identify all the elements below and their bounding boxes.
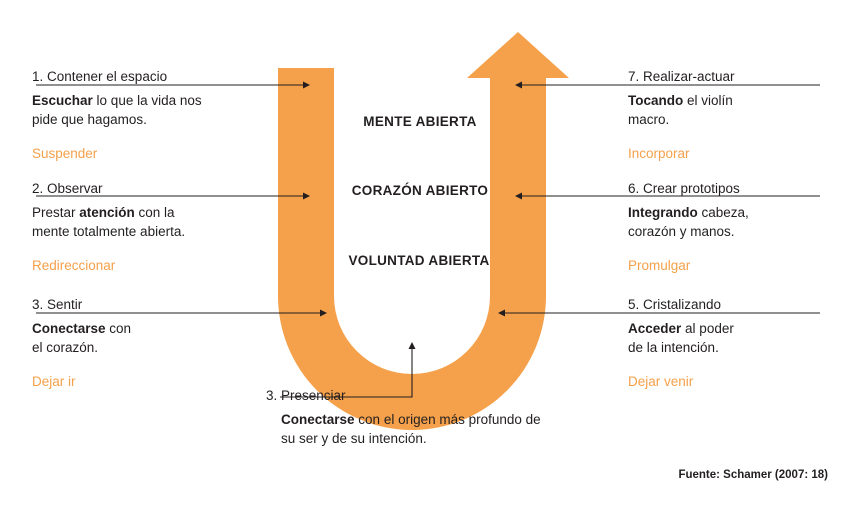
step-7-title: 7. Realizar-actuar — [628, 69, 735, 84]
step-7-body-bold: Tocando — [628, 93, 684, 108]
step-5-accent: Dejar venir — [628, 374, 694, 389]
step-2-body-line-1: Prestar atención con la — [32, 203, 185, 222]
source-caption: Fuente: Schamer (2007: 18) — [678, 469, 828, 481]
step-1-title: 1. Contener el espacio — [32, 69, 168, 84]
step-2-body-line-2: mente totalmente abierta. — [32, 224, 186, 239]
step-block-2: 2. Observar Prestar atención con la ment… — [32, 181, 185, 273]
step-block-6: 6. Crear prototipos Integrando cabeza, c… — [628, 181, 749, 273]
step-6-body-rest: cabeza, — [697, 205, 749, 220]
step-5-body-bold: Acceder — [628, 321, 682, 336]
step-3-body-line-1: Conectarse con — [32, 319, 131, 338]
step-1-body-bold: Escuchar — [32, 93, 93, 108]
step-6-body-bold: Integrando — [628, 205, 698, 220]
step-block-7: 7. Realizar-actuar Tocando el violín mac… — [628, 69, 735, 161]
step-6-title: 6. Crear prototipos — [628, 181, 740, 196]
step-presenciar-body-line-2: su ser y de su intención. — [281, 431, 427, 446]
step-5-body-line-2: de la intención. — [628, 340, 719, 355]
step-3-body-rest: con — [105, 321, 132, 336]
step-3-accent: Dejar ir — [32, 374, 76, 389]
step-5-body-rest: al poder — [681, 321, 734, 336]
connector-arrow-5 — [498, 309, 505, 317]
connector-arrow-2 — [303, 192, 310, 200]
step-5-title: 5. Cristalizando — [628, 297, 722, 312]
step-3-body-bold: Conectarse — [32, 321, 106, 336]
step-block-presenciar: 3. Presenciar Conectarse con el origen m… — [266, 388, 541, 448]
step-7-body-line-1: Tocando el violín — [628, 91, 735, 110]
step-6-accent: Promulgar — [628, 258, 691, 273]
step-6-body-line-1: Integrando cabeza, — [628, 203, 749, 222]
step-1-body-line-1: Escuchar lo que la vida nos — [32, 91, 202, 110]
step-2-body-bold: atención — [79, 205, 135, 220]
step-presenciar-title: 3. Presenciar — [266, 388, 346, 403]
connector-arrow-7 — [515, 81, 522, 89]
step-5-body-line-1: Acceder al poder — [628, 319, 734, 338]
connector-arrow-1 — [303, 81, 310, 89]
step-6-body-line-2: corazón y manos. — [628, 224, 735, 239]
center-label-mente-abierta: MENTE ABIERTA — [363, 114, 477, 129]
connector-arrow-bottom — [408, 342, 416, 349]
connector-arrow-6 — [515, 192, 522, 200]
u-arrowhead — [467, 32, 569, 78]
connector-line-bottom — [280, 349, 413, 398]
step-block-3: 3. Sentir Conectarse con el corazón. Dej… — [32, 297, 131, 389]
step-2-title: 2. Observar — [32, 181, 103, 196]
step-presenciar-body-rest: con el origen más profundo de — [354, 412, 541, 427]
step-block-1: 1. Contener el espacio Escuchar lo que l… — [32, 69, 202, 161]
step-presenciar-body-bold: Conectarse — [281, 412, 355, 427]
step-7-accent: Incorporar — [628, 146, 690, 161]
connector-arrow-3 — [320, 309, 327, 317]
u-curve-path — [278, 68, 546, 430]
step-2-accent: Redireccionar — [32, 258, 116, 273]
center-label-voluntad-abierta: VOLUNTAD ABIERTA — [348, 253, 490, 268]
step-7-body-line-2: macro. — [628, 112, 670, 127]
step-7-body-rest: el violín — [683, 93, 733, 108]
step-3-body-line-2: el corazón. — [32, 340, 99, 355]
step-1-accent: Suspender — [32, 146, 98, 161]
step-1-body-line-2: pide que hagamos. — [32, 112, 147, 127]
step-2-body-prefix: Prestar — [32, 205, 80, 220]
center-label-corazon-abierto: CORAZÓN ABIERTO — [351, 183, 489, 198]
step-2-body-rest: con la — [134, 205, 175, 220]
step-3-title: 3. Sentir — [32, 297, 83, 312]
step-block-5: 5. Cristalizando Acceder al poder de la … — [628, 297, 734, 389]
step-presenciar-body-line-1: Conectarse con el origen más profundo de — [281, 410, 541, 429]
step-1-body-rest: lo que la vida nos — [92, 93, 202, 108]
